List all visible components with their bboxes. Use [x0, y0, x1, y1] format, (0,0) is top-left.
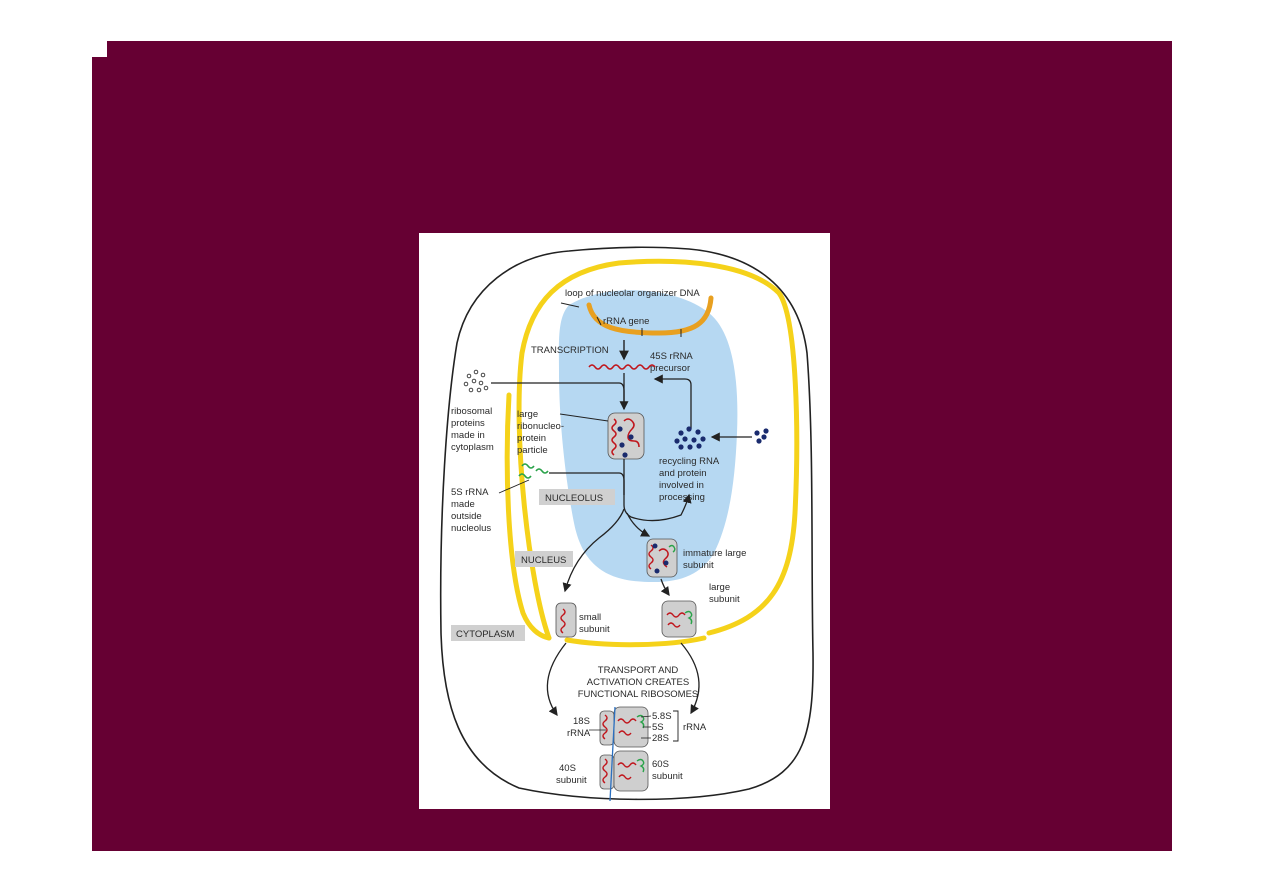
svg-text:made in: made in [451, 430, 485, 441]
svg-text:and protein: and protein [659, 468, 707, 479]
nuclear-envelope-top [516, 258, 800, 641]
ribosome-assembly-figure: loop of nucleolar organizer DNA rRNA gen… [419, 233, 830, 809]
ribosomal-protein-dots-icon [463, 369, 489, 393]
large-subunit [661, 600, 697, 638]
precursor-label-2: precursor [650, 363, 690, 374]
5s-rrna-squiggle-icon [518, 463, 549, 479]
nucleolus-label: NUCLEOLUS [545, 493, 603, 504]
5-8s-label: 5.8S [652, 711, 672, 722]
svg-text:subunit: subunit [709, 594, 740, 605]
cell-membrane [439, 246, 814, 801]
ribosomal-proteins-label: ribosomal proteins made in cytoplasm [451, 406, 494, 453]
40s-subunit-label: 40S subunit [556, 763, 587, 786]
svg-text:subunit: subunit [652, 771, 683, 782]
svg-text:recycling RNA: recycling RNA [659, 456, 720, 467]
svg-text:large: large [709, 582, 730, 593]
recycling-label: recycling RNA and protein involved in pr… [659, 456, 720, 503]
immature-large-subunit [646, 538, 678, 578]
nucleolus-region [558, 290, 738, 583]
nucleus-label: NUCLEUS [521, 555, 566, 566]
large-subunit-label: large subunit [709, 582, 740, 605]
svg-text:processing: processing [659, 492, 705, 503]
svg-text:TRANSPORT AND: TRANSPORT AND [598, 665, 679, 676]
recycling-dots-outside-icon [754, 428, 769, 444]
svg-text:ribonucleo-: ribonucleo- [517, 421, 564, 432]
svg-text:immature large: immature large [683, 548, 746, 559]
svg-text:outside: outside [451, 511, 482, 522]
transport-caption: TRANSPORT AND ACTIVATION CREATES FUNCTIO… [578, 665, 699, 700]
svg-text:particle: particle [517, 445, 548, 456]
svg-text:small: small [579, 612, 601, 623]
loop-dna-label: loop of nucleolar organizer DNA [565, 288, 700, 299]
large-rnp-label: large ribonucleo- protein particle [517, 409, 564, 456]
rrna-bracket-label: rRNA [683, 722, 707, 733]
5s-label: 5S [652, 722, 664, 733]
ribosome-assembly-diagram: loop of nucleolar organizer DNA rRNA gen… [439, 246, 814, 802]
svg-text:18S: 18S [573, 716, 590, 727]
svg-text:rRNA: rRNA [567, 728, 591, 739]
rrna-precursor-wave [588, 364, 656, 370]
svg-text:protein: protein [517, 433, 546, 444]
large-rnp-particle [607, 412, 645, 460]
28s-label: 28S [652, 733, 669, 744]
svg-text:subunit: subunit [683, 560, 714, 571]
small-subunit-label: small subunit [579, 612, 610, 635]
transcription-label: TRANSCRIPTION [531, 345, 609, 356]
functional-ribosome [599, 750, 649, 792]
nucleolar-dna-loop [586, 295, 714, 336]
svg-text:made: made [451, 499, 475, 510]
mrna-line [609, 706, 616, 802]
svg-text:proteins: proteins [451, 418, 485, 429]
nuclear-envelope-left [504, 392, 552, 641]
svg-text:40S: 40S [559, 763, 576, 774]
cytoplasm-label: CYTOPLASM [456, 629, 515, 640]
functional-ribosome-labeled [599, 706, 649, 748]
nuclear-envelope-bottom [564, 635, 707, 648]
svg-text:involved in: involved in [659, 480, 704, 491]
svg-text:subunit: subunit [579, 624, 610, 635]
svg-text:ribosomal: ribosomal [451, 406, 492, 417]
60s-subunit-label: 60S subunit [652, 759, 683, 782]
recycling-rna-protein-cluster [674, 426, 706, 450]
5s-rrna-label: 5S rRNA made outside nucleolus [451, 487, 491, 534]
svg-text:FUNCTIONAL RIBOSOMES: FUNCTIONAL RIBOSOMES [578, 689, 699, 700]
svg-text:nucleolus: nucleolus [451, 523, 491, 534]
precursor-label-1: 45S rRNA [650, 351, 693, 362]
small-subunit [555, 602, 577, 638]
18s-rrna-label: 18S rRNA [567, 716, 591, 739]
svg-text:cytoplasm: cytoplasm [451, 442, 494, 453]
svg-text:large: large [517, 409, 538, 420]
svg-text:60S: 60S [652, 759, 669, 770]
svg-text:5S rRNA: 5S rRNA [451, 487, 489, 498]
svg-text:subunit: subunit [556, 775, 587, 786]
svg-text:ACTIVATION CREATES: ACTIVATION CREATES [587, 677, 689, 688]
immature-large-label: immature large subunit [683, 548, 746, 571]
rrna-gene-label: rRNA gene [603, 316, 649, 327]
slide-corner-notch [92, 41, 107, 57]
